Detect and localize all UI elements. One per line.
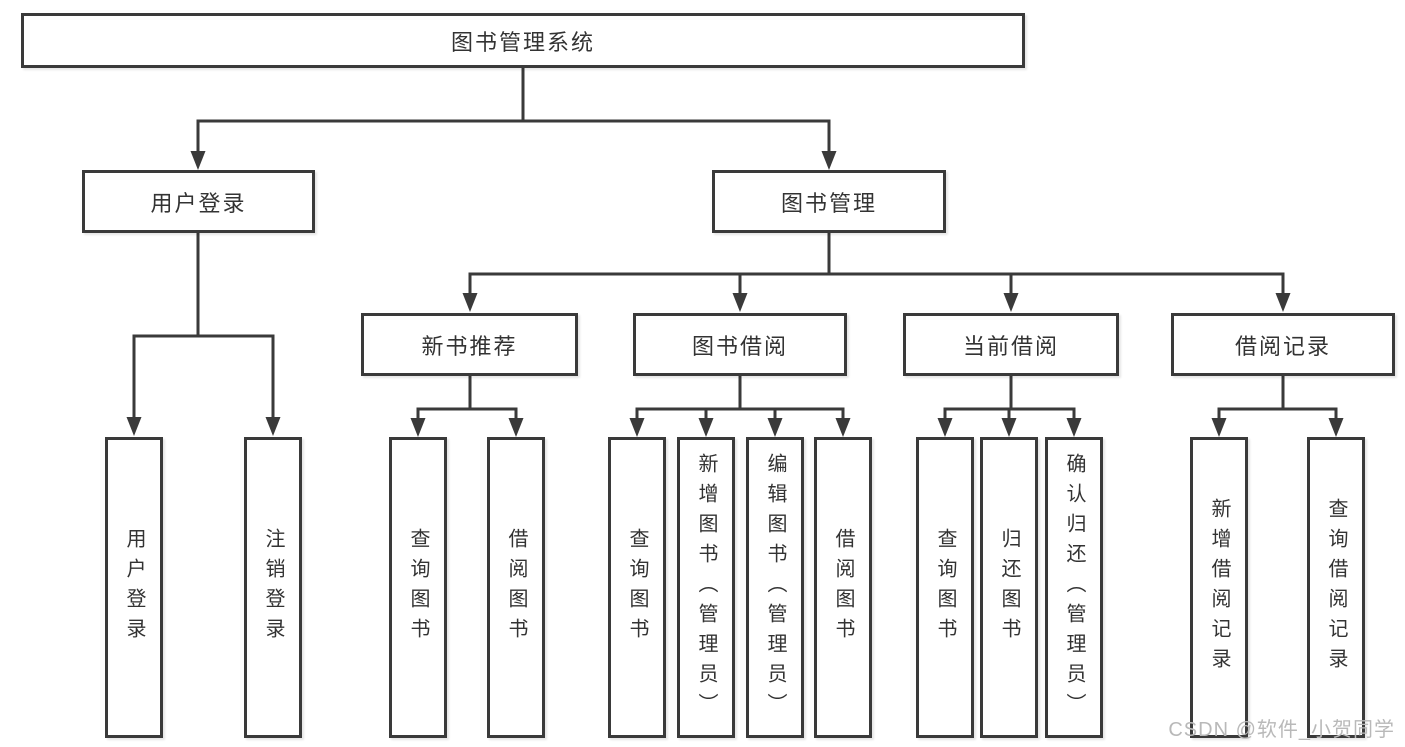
node-current-borrow: 当前借阅 [903,313,1119,376]
node-label: 用户登录 [150,190,247,216]
node-leaf-add-borrow-record: 新增借阅记录 [1190,437,1248,738]
node-book-borrow: 图书借阅 [633,313,847,376]
node-label: 新书推荐 [421,333,518,359]
node-label: 新增图书（管理员） [695,452,717,723]
node-label: 确认归还（管理员） [1063,452,1085,723]
node-label: 编辑图书（管理员） [764,452,786,723]
node-label: 借阅图书 [505,527,527,648]
connector-book-management-split [462,231,1291,312]
node-leaf-query-books-current: 查询图书 [916,437,974,738]
node-label: 新增借阅记录 [1208,497,1230,678]
node-label: 查询图书 [626,527,648,648]
connector-root-split [190,66,837,170]
node-label: 用户登录 [123,527,145,648]
node-user-login: 用户登录 [82,170,315,233]
node-leaf-query-books-borrow: 查询图书 [608,437,666,738]
node-label: 查询图书 [407,527,429,648]
node-label: 借阅记录 [1234,333,1331,359]
node-new-book-recommend: 新书推荐 [361,313,578,376]
node-leaf-confirm-return-admin: 确认归还（管理员） [1045,437,1103,738]
node-leaf-logout: 注销登录 [244,437,302,738]
node-label: 借阅图书 [832,527,854,648]
node-label: 图书管理系统 [450,29,595,55]
node-leaf-query-books-recommend: 查询图书 [389,437,447,738]
node-label: 查询图书 [934,527,956,648]
node-book-management: 图书管理 [712,170,946,233]
connector-book-borrow-split [629,374,851,437]
node-label: 图书借阅 [691,333,788,359]
connector-borrow-record-split [1211,374,1344,437]
node-leaf-user-login: 用户登录 [105,437,163,738]
node-borrow-record: 借阅记录 [1171,313,1395,376]
connector-current-borrow-split [937,374,1082,437]
csdn-watermark: CSDN @软件_小贺同学 [1168,719,1395,741]
node-leaf-borrow-books-recommend: 借阅图书 [487,437,545,738]
node-label: 归还图书 [998,527,1020,648]
node-leaf-borrow-books: 借阅图书 [814,437,872,738]
connector-new-book-recommend-split [410,374,524,437]
node-label: 当前借阅 [962,333,1059,359]
node-label: 图书管理 [780,190,877,216]
node-leaf-edit-books-admin: 编辑图书（管理员） [746,437,804,738]
node-label: 注销登录 [262,527,284,648]
node-label: 查询借阅记录 [1325,497,1347,678]
node-leaf-query-borrow-record: 查询借阅记录 [1307,437,1365,738]
connector-user-login-split [126,231,281,436]
node-library-management-system: 图书管理系统 [21,13,1025,68]
node-leaf-add-books-admin: 新增图书（管理员） [677,437,735,738]
node-leaf-return-books: 归还图书 [980,437,1038,738]
